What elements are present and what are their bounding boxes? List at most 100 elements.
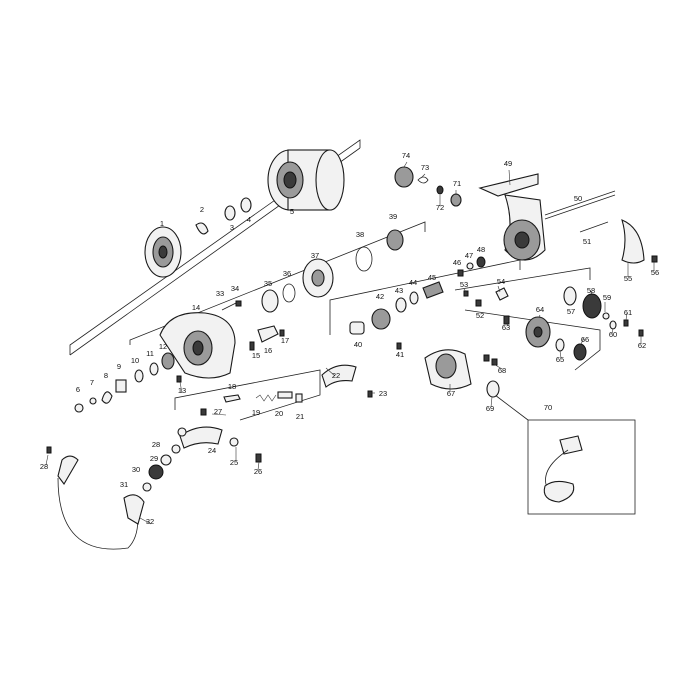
part-23 xyxy=(367,390,373,398)
part-4-washer xyxy=(240,197,252,213)
part-48 xyxy=(476,256,486,268)
part-51-pin xyxy=(579,221,609,233)
part-label-25: 25 xyxy=(230,458,238,467)
part-label-36: 36 xyxy=(283,269,291,278)
part-label-45: 45 xyxy=(428,273,436,282)
part-61 xyxy=(623,319,629,327)
part-43 xyxy=(395,297,407,313)
part-11 xyxy=(149,362,159,376)
part-22-roller-arm xyxy=(321,364,357,388)
part-label-60: 60 xyxy=(609,330,617,339)
part-label-50: 50 xyxy=(574,194,582,203)
part-66-bearing xyxy=(573,343,587,361)
part-label-28: 28 xyxy=(40,462,48,471)
part-label-23: 23 xyxy=(379,389,387,398)
part-70-handle xyxy=(543,435,583,503)
part-label-49: 49 xyxy=(504,159,512,168)
part-42 xyxy=(371,308,391,330)
part-10 xyxy=(134,369,144,383)
part-34 xyxy=(235,300,242,307)
leader-line xyxy=(589,289,593,295)
spool-group-outline xyxy=(69,139,361,355)
part-27 xyxy=(200,408,207,416)
part-label-7: 7 xyxy=(90,378,94,387)
part-label-37: 37 xyxy=(311,251,319,260)
part-12 xyxy=(161,352,175,370)
part-68a xyxy=(483,354,490,362)
part-55-cap xyxy=(621,219,645,264)
part-label-73: 73 xyxy=(421,163,429,172)
part-60 xyxy=(609,320,617,330)
spool-shaft-group-outline xyxy=(129,221,426,345)
part-41 xyxy=(396,342,402,350)
part-label-15: 15 xyxy=(252,351,260,360)
leader-line xyxy=(403,161,408,168)
part-28 xyxy=(171,444,181,454)
part-33-screw xyxy=(221,301,239,311)
part-label-48: 48 xyxy=(477,245,485,254)
leader-line xyxy=(139,517,152,525)
part-label-29: 29 xyxy=(150,454,158,463)
part-label-38: 38 xyxy=(356,230,364,239)
part-1-spool-cap xyxy=(144,226,182,278)
part-label-54: 54 xyxy=(497,277,505,286)
part-label-67: 67 xyxy=(447,389,455,398)
part-30-roller xyxy=(148,464,164,480)
part-62 xyxy=(638,329,644,337)
part-label-12: 12 xyxy=(159,342,167,351)
part-label-59: 59 xyxy=(603,293,611,302)
part-label-6: 6 xyxy=(76,385,80,394)
part-label-41: 41 xyxy=(396,350,404,359)
part-label-55: 55 xyxy=(624,274,632,283)
part-15 xyxy=(249,341,255,351)
part-label-26: 26 xyxy=(254,467,262,476)
part-8-spring xyxy=(101,391,113,404)
part-label-44: 44 xyxy=(409,278,417,287)
part-label-42: 42 xyxy=(376,292,384,301)
part-label-18: 18 xyxy=(228,382,236,391)
part-label-43: 43 xyxy=(395,286,403,295)
part-label-33: 33 xyxy=(216,289,224,298)
part-26 xyxy=(255,453,262,463)
part-label-71: 71 xyxy=(453,179,461,188)
leader-line xyxy=(611,327,614,335)
part-label-2: 2 xyxy=(200,205,204,214)
part-label-30: 30 xyxy=(132,465,140,474)
leader-lines xyxy=(45,161,655,525)
part-32-bail-end xyxy=(123,494,145,525)
part-label-40: 40 xyxy=(354,340,362,349)
part-label-52: 52 xyxy=(476,311,484,320)
part-label-3: 3 xyxy=(230,223,234,232)
leader-line xyxy=(179,381,183,394)
part-13 xyxy=(176,375,182,383)
leader-line xyxy=(506,321,509,327)
part-29 xyxy=(160,454,172,466)
part-label-57: 57 xyxy=(567,307,575,316)
part-label-66: 66 xyxy=(581,335,589,344)
part-58-gear xyxy=(582,293,602,319)
part-3-washer xyxy=(224,205,236,221)
part-25 xyxy=(229,437,239,447)
part-label-64: 64 xyxy=(536,305,544,314)
part-label-9: 9 xyxy=(117,362,121,371)
pinion-group-outline xyxy=(329,259,521,335)
leader-line xyxy=(490,396,493,408)
part-32-bail-wire xyxy=(57,455,79,485)
part-label-70: 70 xyxy=(544,403,552,412)
part-73-clip xyxy=(417,176,429,184)
part-label-1: 1 xyxy=(160,219,164,228)
part-50-shaft-b xyxy=(544,194,616,220)
leader-line xyxy=(497,285,501,293)
leader-line xyxy=(325,367,336,377)
part-40-sleeve xyxy=(349,321,365,335)
part-64-drive-gear xyxy=(525,316,551,348)
part-39 xyxy=(386,229,404,251)
part-65 xyxy=(555,338,565,352)
part-label-51: 51 xyxy=(583,237,591,246)
part-label-58: 58 xyxy=(587,286,595,295)
part-label-8: 8 xyxy=(104,371,108,380)
part-57 xyxy=(563,286,577,306)
part-label-22: 22 xyxy=(332,371,340,380)
